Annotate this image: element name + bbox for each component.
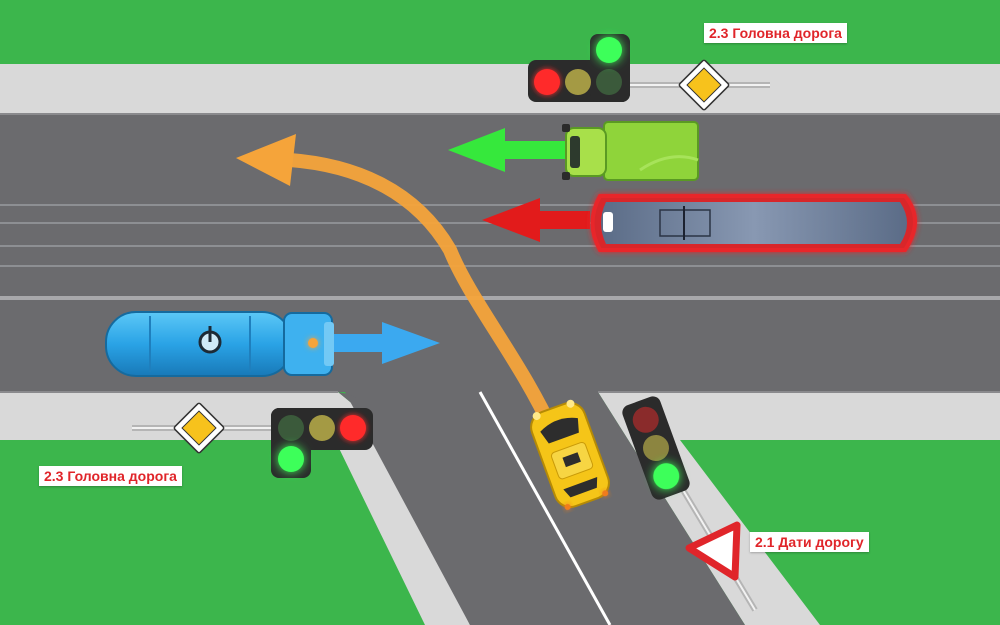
main-road-diamond-icon [173,402,225,454]
sign-label-give-way: 2.1 Дати дорогу [750,532,869,552]
green-arrow-light [278,415,304,441]
green-light [278,446,304,472]
truck-arrow [448,128,565,172]
traffic-light-right [622,396,690,500]
red-light [340,415,366,441]
green-light [596,37,622,63]
tanker [105,311,334,377]
sidewalk-bottom-left [0,392,470,625]
main-road-diamond-icon [678,59,730,111]
give-way-triangle-icon [685,521,741,581]
red-light [534,69,560,95]
traffic-light-left [271,408,373,478]
green-light [653,463,680,490]
tram-arrow [482,198,590,242]
side-road-center-line [478,391,612,625]
sign-label-main-road-top: 2.3 Головна дорога [704,23,847,43]
green-arrow-light [596,69,622,95]
sidewalk-top [0,64,1000,114]
tram [590,194,917,252]
taxi-path-arrow [236,134,559,433]
yellow-light [643,435,669,461]
yellow-light [565,69,591,95]
traffic-light-top [528,34,630,102]
sign-label-main-road-left: 2.3 Головна дорога [39,466,182,486]
truck [562,121,699,181]
yellow-light [309,415,335,441]
tanker-arrow [330,322,440,364]
taxi [530,399,610,510]
red-light [632,406,659,433]
